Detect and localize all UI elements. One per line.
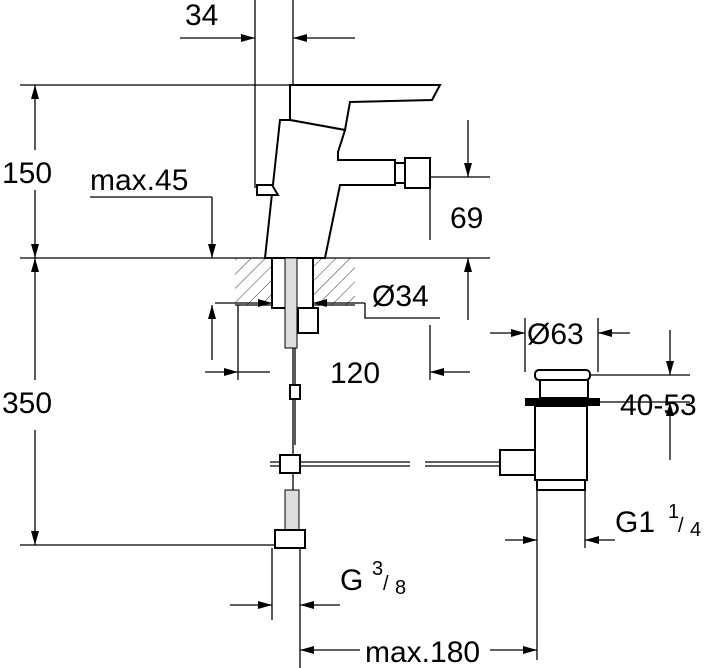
dim-waste-thread: G1 1 / 4: [615, 501, 701, 541]
dim-spout-offset: 34: [185, 0, 218, 32]
dim-hose-length: 350: [2, 387, 52, 420]
inlet-thread-den: 8: [395, 577, 406, 599]
waste-thread-num: 1: [668, 501, 679, 523]
fraction-slash: /: [383, 573, 389, 595]
dim-max-deck: max.45: [90, 164, 188, 197]
pull-rod: [270, 348, 500, 549]
dim-hole-diameter: Ø34: [372, 280, 429, 313]
counter-section: [235, 257, 355, 349]
dim-inlet-thread: G 3 / 8: [340, 558, 406, 599]
waste-thread-den: 4: [690, 519, 701, 541]
mixer-body: [256, 84, 442, 259]
fraction-slash: /: [678, 515, 684, 537]
waste-thread-main: G1: [615, 506, 655, 539]
dim-waste-range: 40-53: [620, 389, 697, 422]
waste-fitting: [499, 369, 600, 491]
dim-waste-diameter: Ø63: [527, 318, 584, 351]
dimension-arrows: [31, 34, 674, 654]
dim-height-top: 150: [2, 157, 52, 190]
dim-max-rod: max.180: [365, 636, 480, 668]
dim-outlet-height: 69: [450, 202, 483, 235]
dim-tail-length: 120: [330, 357, 380, 390]
inlet-thread-main: G: [340, 564, 363, 597]
inlet-thread-num: 3: [372, 558, 383, 580]
